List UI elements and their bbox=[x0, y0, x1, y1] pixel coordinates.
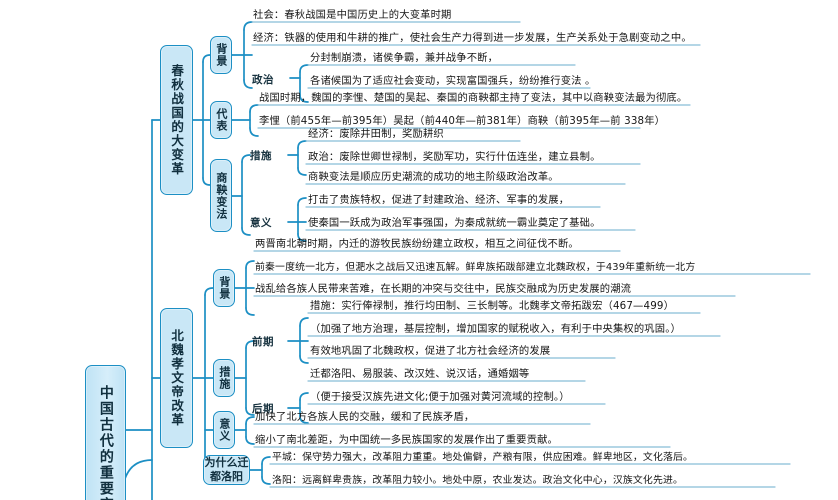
group-label-houqi: 后期 bbox=[252, 403, 274, 415]
group-label-qianqi: 前期 bbox=[252, 336, 274, 348]
node-chunqiu-daibiao[interactable]: 代表 bbox=[210, 101, 232, 139]
node-beiwei-qiandu[interactable]: 为什么迁都洛阳 bbox=[203, 455, 250, 485]
leaf-text: 社会：春秋战国是中国历史上的大变革时期 bbox=[253, 9, 452, 21]
leaf-text: 经济：废除井田制，奖励耕织 bbox=[308, 128, 444, 140]
group-label-yiyi-shangyang: 意义 bbox=[250, 217, 272, 229]
leaf-text: 洛阳：远离鲜卑贵族，改革阻力较小。地处中原，农业发达。政治文化中心，汉族文化先进… bbox=[272, 475, 684, 486]
leaf-text: 打击了贵族特权，促进了封建政治、经济、军事的发展， bbox=[308, 194, 570, 206]
leaf-text: 迁都洛阳、易服装、改汉姓、说汉话，通婚姻等 bbox=[310, 368, 530, 380]
leaf-text: 使秦国一跃成为政治军事强国，为秦成就统一霸业奠定了基础。 bbox=[308, 217, 601, 229]
leaf-text: 战乱给各族人民带来苦难，在长期的冲突与交往中，民族交融成为历史发展的潮流 bbox=[255, 283, 632, 295]
group-label-zhengzhi: 政治 bbox=[252, 74, 274, 86]
node-chunqiu-shangyang[interactable]: 商鞅变法 bbox=[210, 159, 232, 232]
branch-node-beiwei[interactable]: 北魏孝文帝改革 bbox=[160, 308, 193, 448]
leaf-text: 缩小了南北差距，为中国统一多民族国家的发展作出了重要贡献。 bbox=[255, 434, 558, 446]
leaf-text: 分封制崩溃，诸侯争霸，兼并战争不断， bbox=[310, 52, 499, 64]
leaf-text: 平城：保守势力强大，改革阻力重重。地处偏僻，产粮有限，供应困难。鲜卑地区，文化落… bbox=[272, 452, 694, 463]
leaf-text: 前秦一度统一北方，但淝水之战后又迅速瓦解。鲜卑族拓跋部建立北魏政权，于439年重… bbox=[255, 262, 696, 273]
leaf-text: （便于接受汉族先进文化;便于加强对黄河流域的控制。） bbox=[310, 391, 570, 403]
leaf-text: 李悝（前455年—前395年）吴起（前440年—前381年）商鞅（前395年—前… bbox=[259, 115, 666, 127]
node-chunqiu-beijing[interactable]: 背景 bbox=[210, 36, 232, 74]
leaf-text: 各诸候国为了适应社会变动，实现富国强兵，纷纷推行变法 。 bbox=[310, 75, 596, 87]
leaf-text: 有效地巩固了北魏政权，促进了北方社会经济的发展 bbox=[310, 345, 551, 357]
leaf-text: 战国时期，魏国的李悝、楚国的吴起、秦国的商鞅都主持了变法，其中以商鞅变法最为彻底… bbox=[259, 92, 688, 104]
leaf-text: （加强了地方治理，基层控制，增加国家的赋税收入，有利于中央集权的巩固。） bbox=[310, 323, 681, 335]
leaf-text: 经济：铁器的使用和牛耕的推广，使社会生产力得到进一步发展，生产关系处于急剧变动之… bbox=[253, 32, 692, 44]
leaf-text: 商鞅变法是顺应历史潮流的成功的地主阶级政治改革。 bbox=[308, 171, 559, 183]
group-label-cuoshi-shangyang: 措施 bbox=[250, 150, 272, 162]
branch-node-chunqiu[interactable]: 春秋战国的大变革 bbox=[160, 45, 193, 195]
leaf-text: 政治：废除世卿世禄制，奖励军功，实行什伍连坐，建立县制。 bbox=[308, 151, 601, 163]
node-beiwei-yiyi[interactable]: 意义 bbox=[213, 411, 235, 449]
node-beiwei-beijing[interactable]: 背景 bbox=[213, 269, 235, 307]
node-beiwei-cuoshi[interactable]: 措施 bbox=[213, 359, 235, 397]
leaf-text: 加快了北方各族人民的交融，缓和了民族矛盾， bbox=[255, 411, 475, 423]
leaf-text: 两晋南北朝时期，内迁的游牧民族纷纷建立政权，相互之间征伐不断。 bbox=[255, 238, 579, 250]
root-node[interactable]: 中国古代的重要变法和 bbox=[85, 365, 126, 500]
leaf-text: 措施：实行俸禄制，推行均田制、三长制等。北魏孝文帝拓跋宏（467—499） bbox=[310, 300, 675, 312]
